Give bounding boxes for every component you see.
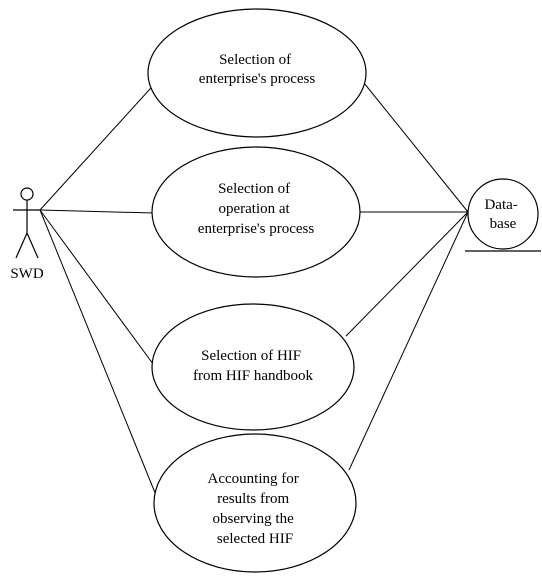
use-case-ellipse (147, 8, 367, 138)
edge-actor-usecase-3 (39, 209, 157, 369)
database-label: Data- base (484, 197, 521, 232)
use-case-line: Selection of (219, 52, 291, 68)
actor-right-leg (26, 232, 39, 259)
database-label-line: Data- (484, 197, 517, 213)
use-case-line: selected HIF (217, 531, 293, 547)
use-case-label: Selection of HIF from HIF handbook (193, 348, 313, 384)
use-case-label: Selection of operation at enterprise's p… (198, 181, 315, 237)
use-case-line: enterprise's process (198, 221, 315, 237)
use-case-selection-process: Selection of enterprise's process (147, 8, 367, 138)
use-case-line: Selection of HIF (201, 348, 301, 364)
edge-usecase-3-database (345, 211, 469, 337)
edge-usecase-1-database (359, 77, 469, 213)
edge-actor-usecase-1 (39, 77, 161, 211)
use-case-line: Selection of (218, 181, 290, 197)
database: Data- base (465, 178, 541, 252)
use-case-ellipse (151, 146, 361, 278)
edge-actor-usecase-2 (39, 209, 155, 214)
use-case-label: Selection of enterprise's process (199, 52, 316, 87)
use-case-line: enterprise's process (199, 71, 316, 87)
actor-label: SWD (10, 266, 44, 282)
edge-usecase-4-database (348, 211, 469, 471)
use-case-ellipse (151, 303, 355, 431)
use-case-selection-operation: Selection of operation at enterprise's p… (151, 146, 361, 278)
use-case-line: observing the (213, 511, 295, 527)
actor-head (20, 187, 34, 201)
use-case-accounting-results: Accounting for results from observing th… (153, 433, 357, 573)
actor-left-leg (15, 232, 28, 259)
use-case-selection-hif: Selection of HIF from HIF handbook (151, 303, 355, 431)
use-case-line: Accounting for (208, 471, 299, 487)
database-circle (467, 178, 539, 250)
use-case-line: from HIF handbook (193, 368, 313, 384)
database-label-line: base (490, 216, 517, 232)
use-case-ellipse (153, 433, 357, 573)
actor-swd: SWD (10, 187, 44, 282)
use-case-label: Accounting for results from observing th… (208, 471, 303, 547)
use-case-line: operation at (219, 201, 291, 217)
edge-actor-usecase-4 (39, 209, 161, 506)
use-case-line: results from (217, 491, 289, 507)
